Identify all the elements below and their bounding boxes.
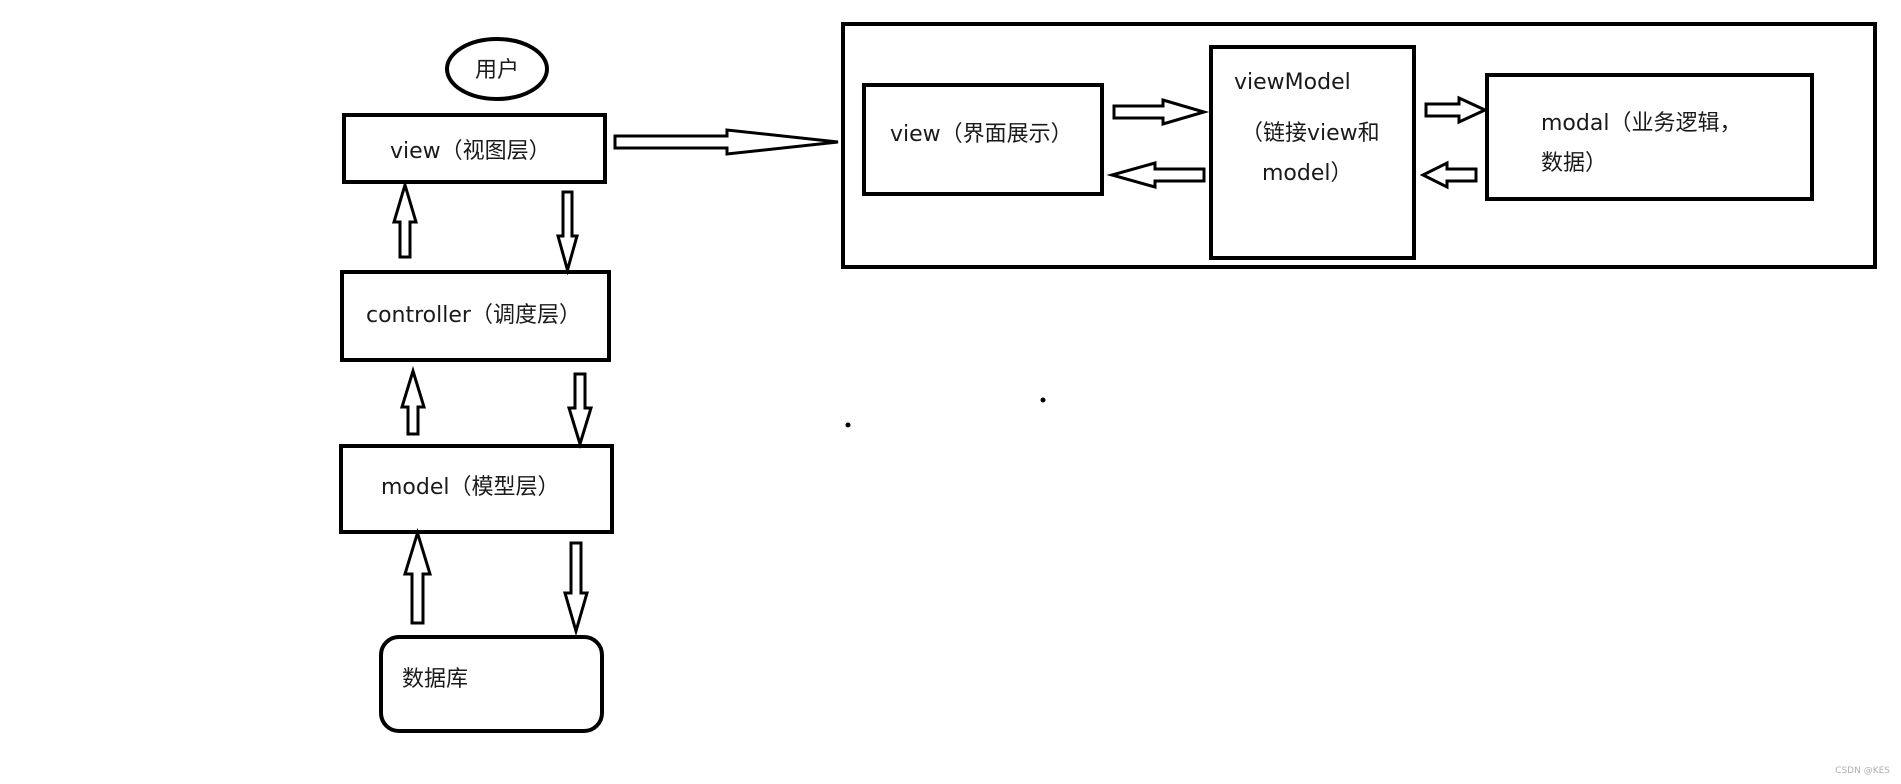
viewmodel-desc-line1: （链接view和 [1241, 121, 1380, 146]
watermark: CSDN @KES [1835, 766, 1890, 776]
user-ellipse [445, 37, 549, 101]
modal-node: modal（业务逻辑， 数据） [1485, 73, 1814, 201]
controller-layer-label: controller（调度层） [366, 303, 581, 328]
mvvm-view-node: view（界面展示） [862, 83, 1104, 196]
database-label: 数据库 [402, 667, 468, 692]
model-layer-box [339, 444, 614, 534]
view-layer-box [342, 113, 607, 184]
modal-label-line2: 数据） [1541, 151, 1607, 176]
arrow-controller-to-model [566, 372, 594, 450]
database-node: 数据库 [379, 635, 604, 733]
arrow-view-to-controller [556, 190, 579, 276]
viewmodel-title: viewModel [1234, 70, 1351, 95]
controller-layer-box [340, 270, 611, 362]
arrow-viewmodel-to-modal [1424, 95, 1489, 125]
arrow-view-to-viewmodel [1112, 97, 1210, 127]
arrow-controller-to-view [391, 179, 419, 259]
viewmodel-node: viewModel （链接view和 model） [1209, 45, 1416, 260]
database-box [379, 635, 604, 733]
model-layer-label: model（模型层） [381, 475, 560, 500]
arrow-model-to-database [563, 541, 589, 637]
mvvm-view-label: view（界面展示） [890, 122, 1073, 147]
arrow-database-to-model [402, 527, 433, 625]
view-layer-node: view（视图层） [342, 113, 607, 184]
viewmodel-box [1209, 45, 1416, 260]
stray-dot [845, 422, 851, 428]
arrow-view-to-mvvm [613, 128, 839, 156]
mvvm-panel: view（界面展示） viewModel （链接view和 model） mod… [841, 22, 1877, 269]
mvvm-view-box [862, 83, 1104, 196]
user-node: 用户 [445, 37, 549, 101]
model-layer-node: model（模型层） [339, 444, 614, 534]
modal-box [1485, 73, 1814, 201]
arrow-modal-to-viewmodel [1419, 160, 1478, 190]
mvc-stack: 用户 view（视图层） controller（调度层） model（模型层） … [339, 37, 614, 733]
modal-label-line1: modal（业务逻辑， [1541, 111, 1741, 136]
stray-dot [1040, 397, 1046, 403]
arrow-viewmodel-to-view [1106, 161, 1206, 189]
viewmodel-desc-line2: model） [1262, 161, 1353, 186]
arrow-model-to-controller [399, 365, 427, 436]
controller-layer-node: controller（调度层） [340, 270, 611, 362]
view-layer-label: view（视图层） [390, 139, 551, 164]
user-label: 用户 [475, 58, 519, 83]
